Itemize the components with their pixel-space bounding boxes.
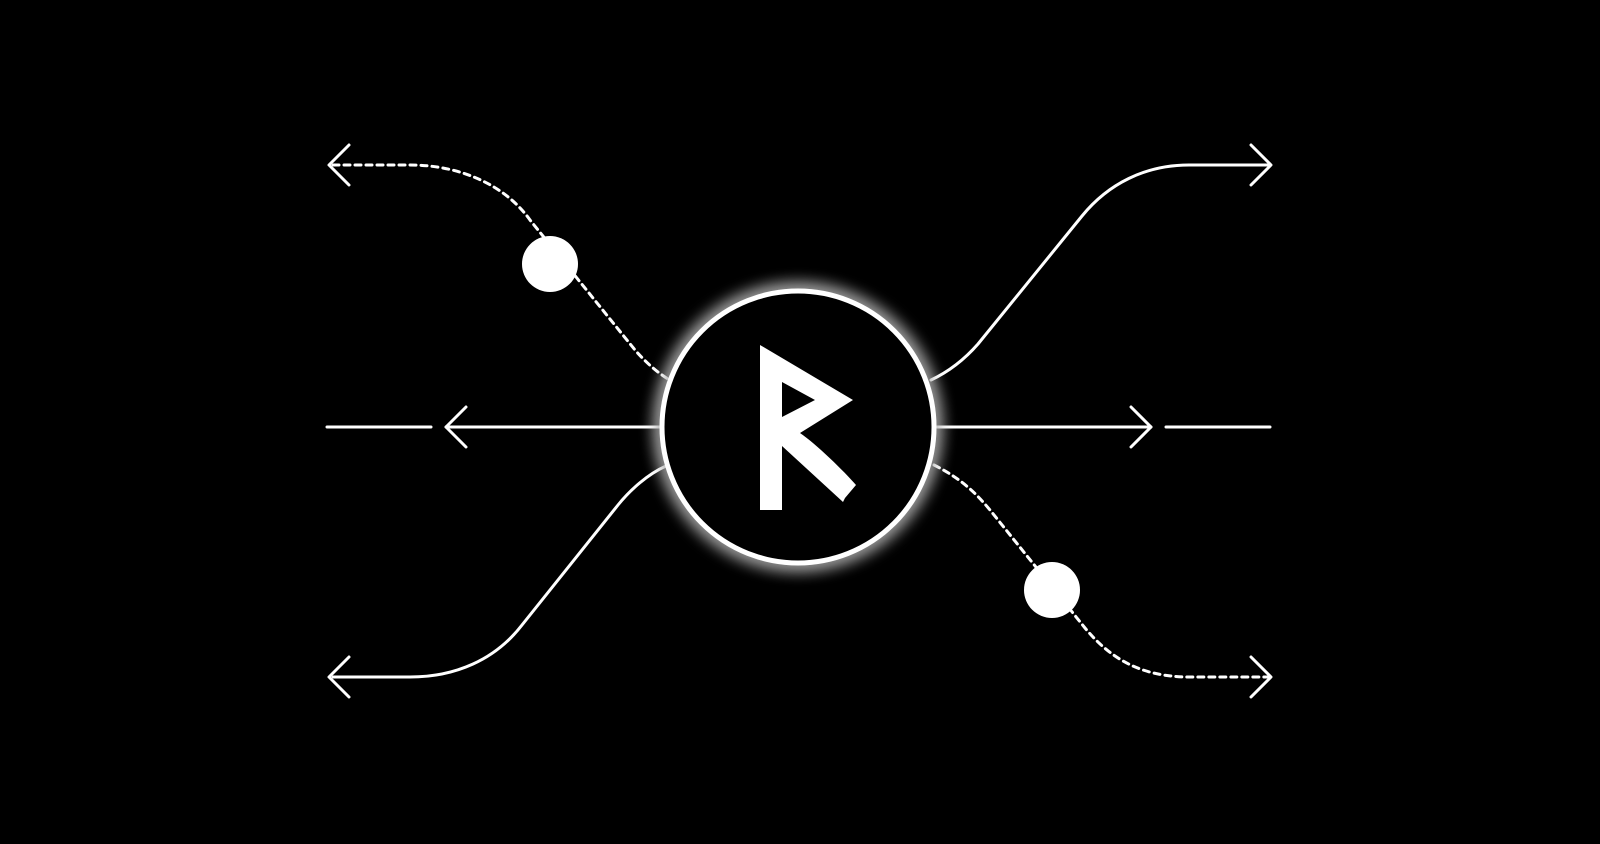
- node-top-left: [522, 236, 578, 292]
- branch-top-left-dashed: [331, 163, 670, 381]
- center-hub: [659, 288, 937, 566]
- branch-bottom-right-dashed: [932, 463, 1270, 679]
- arrowhead-top-left-icon: [327, 143, 351, 187]
- branch-bottom-left: [331, 464, 668, 679]
- rune-raido-logo-icon: [760, 345, 856, 510]
- branch-top-right: [929, 163, 1271, 382]
- arrowhead-top-right-icon: [1249, 143, 1273, 187]
- arrowhead-middle-right-icon: [1129, 405, 1153, 449]
- arrowhead-bottom-right-icon: [1249, 655, 1273, 699]
- arrowhead-middle-left-icon: [444, 405, 468, 449]
- node-bottom-right: [1024, 562, 1080, 618]
- arrowhead-bottom-left-icon: [327, 655, 351, 699]
